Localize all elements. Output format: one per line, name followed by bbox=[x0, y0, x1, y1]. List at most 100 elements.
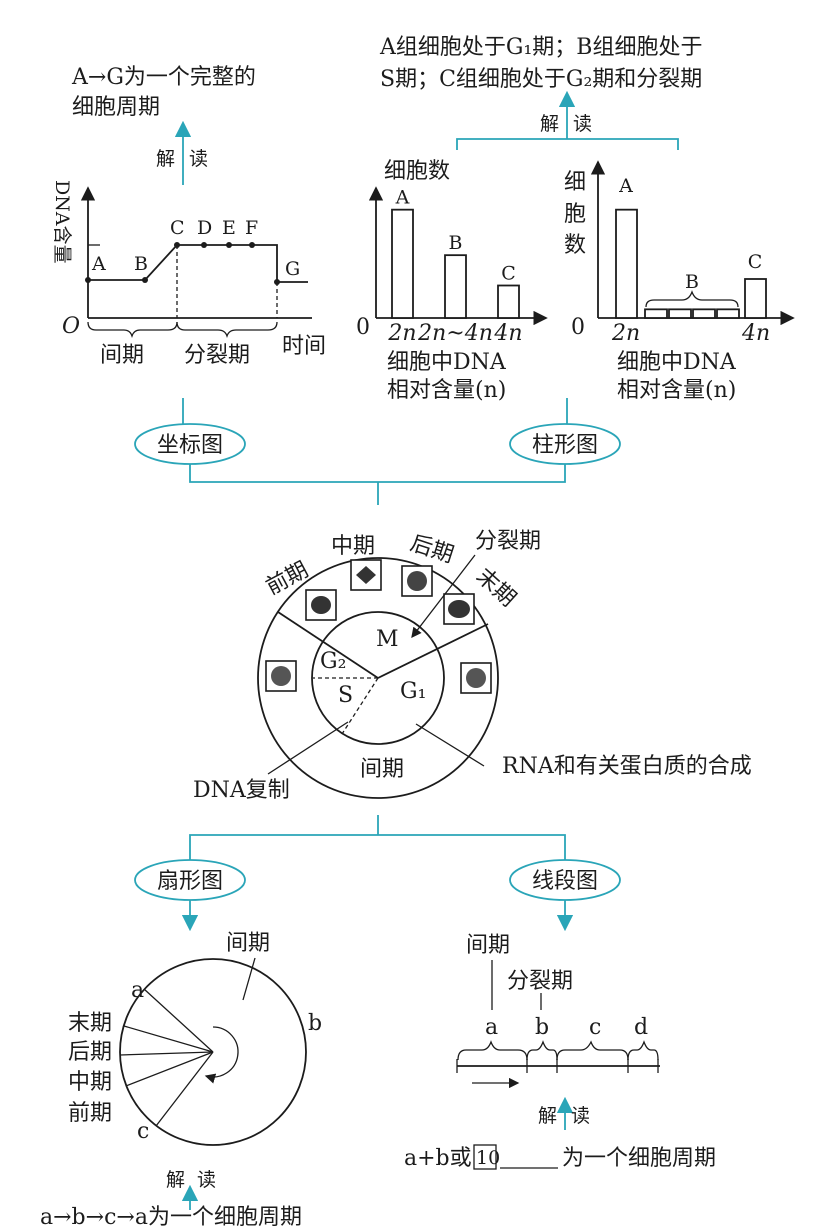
bar2-ylabel-3: 数 bbox=[564, 233, 586, 258]
bar2-bar-4 bbox=[716, 308, 740, 319]
jiedu-label-1b: 读 bbox=[189, 148, 208, 170]
bar1-xlabel-2: 相对含量(n) bbox=[387, 378, 506, 403]
pt-F: F bbox=[245, 217, 258, 239]
bar1-tick-0: 2n bbox=[387, 321, 416, 346]
blank-number: 10 bbox=[476, 1147, 500, 1169]
cell-anaphase bbox=[401, 565, 433, 597]
bar2-bar-5 bbox=[744, 278, 767, 319]
label-division: 分裂期 bbox=[475, 529, 541, 554]
seg-d: d bbox=[634, 1015, 648, 1040]
bar2-ylabel-1: 细 bbox=[564, 170, 586, 195]
seg-b: b bbox=[535, 1015, 549, 1040]
node-zhuxing-label: 柱形图 bbox=[532, 433, 598, 458]
inner-ring bbox=[311, 611, 445, 745]
pie-reading: a→b→c→a为一个细胞周期 bbox=[40, 1205, 302, 1227]
pt-C: C bbox=[170, 217, 185, 239]
bar2-bar-3 bbox=[692, 308, 716, 319]
bar1-xlabel-1: 细胞中DNA bbox=[387, 350, 507, 375]
seg-reading-prefix: a+b或 bbox=[404, 1146, 472, 1171]
bar1-ylabel: 细胞数 bbox=[384, 159, 450, 184]
cell-right bbox=[460, 662, 492, 694]
seg-interphase: 间期 bbox=[466, 933, 510, 958]
segment-chart: 间期 分裂期 a b c d bbox=[456, 933, 660, 1089]
bar2-xlabel-1: 细胞中DNA bbox=[617, 350, 737, 375]
bar1-bar-2 bbox=[497, 284, 520, 319]
label-dna-rep: DNA复制 bbox=[193, 778, 290, 803]
division-pointer bbox=[411, 554, 476, 639]
label-S: S bbox=[338, 683, 353, 708]
bar2-tick-2n: 2n bbox=[611, 321, 640, 346]
bar1-bar-0 bbox=[391, 208, 414, 319]
label-G2: G₂ bbox=[320, 649, 346, 674]
pt-B: B bbox=[134, 253, 148, 275]
bar2-bar-2 bbox=[668, 308, 692, 319]
bar2-brace-B bbox=[645, 290, 739, 308]
line-origin: O bbox=[62, 314, 80, 339]
outer-ring bbox=[257, 557, 499, 799]
pt-G: G bbox=[285, 258, 300, 280]
bar2-xlabel-2: 相对含量(n) bbox=[617, 378, 736, 403]
pie-chart: 间期 末期 后期 中期 前期 a b c bbox=[68, 931, 322, 1146]
cell-prophase bbox=[305, 589, 337, 621]
jiedu-label-4: 解 bbox=[538, 1105, 557, 1127]
pt-D: D bbox=[197, 217, 212, 239]
label-prophase: 前期 bbox=[262, 558, 313, 601]
bar1-tick-1: 2n~4n bbox=[417, 321, 493, 346]
cell-metaphase bbox=[350, 559, 382, 591]
brace-interphase bbox=[87, 321, 178, 339]
bar2-ylabel-2: 胞 bbox=[564, 202, 586, 227]
node-shanxing-label: 扇形图 bbox=[157, 869, 223, 894]
pie-a: a bbox=[131, 978, 144, 1003]
bar1-origin: 0 bbox=[356, 315, 370, 340]
cell-telophase bbox=[443, 593, 475, 625]
bar-reading-text-1: A组细胞处于G₁期；B组细胞处于 bbox=[379, 35, 702, 60]
bar-reading-bracket bbox=[456, 138, 679, 150]
bar1-tick-2: 4n bbox=[493, 321, 522, 346]
bar-chart-2: 细 胞 数 0 2n 4n 细胞中DNA 相对含量(n) ACB bbox=[564, 160, 795, 403]
bar2-bar-0 bbox=[615, 208, 638, 319]
dna-curve bbox=[88, 244, 308, 283]
pie-metaphase: 中期 bbox=[68, 1070, 112, 1095]
phase-division: 分裂期 bbox=[184, 343, 250, 368]
conn-top-bracket bbox=[189, 464, 566, 483]
jiedu-label-3b: 读 bbox=[197, 1169, 216, 1191]
bar1-label-0: A bbox=[395, 187, 410, 209]
label-anaphase: 后期 bbox=[407, 531, 457, 568]
line-reading-text-2: 细胞周期 bbox=[72, 95, 160, 120]
label-interphase: 间期 bbox=[360, 757, 404, 782]
blank-number-box bbox=[473, 1144, 497, 1170]
rna-pointer bbox=[415, 723, 485, 767]
label-rna-syn: RNA和有关蛋白质的合成 bbox=[502, 754, 752, 779]
jiedu-label-1: 解 bbox=[156, 148, 175, 170]
bar2-tick-4n: 4n bbox=[741, 321, 770, 346]
pie-anaphase: 后期 bbox=[68, 1040, 112, 1065]
seg-c: c bbox=[589, 1015, 601, 1040]
bar1-label-2: C bbox=[501, 263, 516, 285]
seg-reading-suffix: 为一个细胞周期 bbox=[562, 1146, 716, 1171]
line-xlabel: 时间 bbox=[282, 334, 326, 359]
pie-prophase: 前期 bbox=[68, 1101, 112, 1126]
pie-b: b bbox=[308, 1011, 322, 1036]
cell-left bbox=[265, 660, 297, 692]
dna-rep-pointer bbox=[267, 721, 349, 775]
dna-line-chart: DNA含量 O 时间 A B C D E F G 间期 分裂期 bbox=[51, 180, 326, 368]
pie-direction-arrow bbox=[204, 1026, 239, 1084]
pie-c: c bbox=[137, 1119, 149, 1144]
bar2-label-0: A bbox=[618, 175, 633, 197]
pt-A: A bbox=[91, 253, 106, 275]
bar-reading-text-2: S期；C组细胞处于G₂期和分裂期 bbox=[380, 67, 702, 92]
jiedu-label-3: 解 bbox=[166, 1169, 185, 1191]
bar1-bar-1 bbox=[444, 254, 467, 319]
seg-a: a bbox=[485, 1015, 498, 1040]
bar2-bar-1 bbox=[644, 308, 668, 319]
conn-mid-bracket bbox=[189, 834, 566, 860]
node-xianduan-label: 线段图 bbox=[532, 869, 598, 894]
pt-E: E bbox=[222, 217, 236, 239]
bar2-label-5: C bbox=[748, 251, 763, 273]
bar2-label-B: B bbox=[685, 271, 699, 293]
phase-interphase: 间期 bbox=[100, 343, 144, 368]
brace-division bbox=[176, 321, 278, 339]
label-telophase: 末期 bbox=[471, 564, 520, 612]
